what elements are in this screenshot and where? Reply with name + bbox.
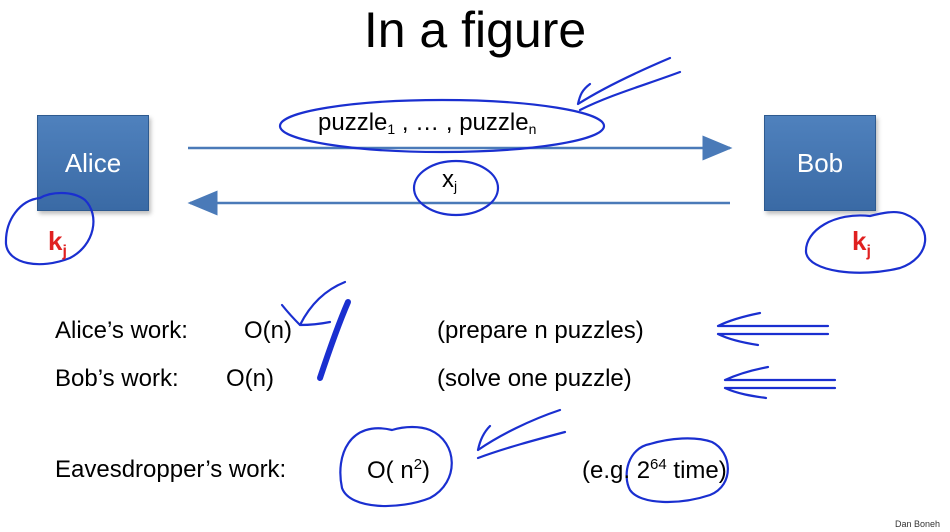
eve-cost-suffix: ) (422, 457, 431, 484)
ink-circle-key-right (804, 210, 927, 274)
alice-work-label: Alice’s work: (55, 317, 188, 344)
ink-stroke-separator (317, 299, 351, 381)
bob-work-note: (solve one puzzle) (437, 365, 632, 392)
ink-circle-eve-cost (339, 425, 453, 508)
bob-key: kj (852, 226, 871, 261)
forward-message: puzzle1 , … , puzzlen (318, 109, 536, 137)
alice-key-sub: j (62, 243, 67, 260)
ink-arrow-puzzles (576, 56, 682, 112)
ink-circle-key-left (4, 191, 95, 266)
eve-work-note: (e.g. 264 time) (582, 456, 727, 485)
ink-circle-xj (412, 159, 500, 217)
bob-label: Bob (796, 147, 844, 178)
ink-arrow-alice-cost (280, 280, 347, 327)
eve-cost-prefix: O( n (367, 457, 414, 484)
alice-key: kj (48, 226, 67, 261)
back-message: xj (442, 166, 457, 194)
back-message-sub: j (454, 178, 458, 194)
puzzle-last: puzzle (459, 109, 529, 136)
bob-box: Bob (764, 115, 876, 211)
slide-title: In a figure (363, 2, 587, 58)
ink-annotations (4, 56, 927, 508)
bob-key-text: k (852, 226, 867, 256)
puzzle-last-sub: n (528, 121, 537, 137)
eve-note-suffix: time) (666, 457, 727, 484)
ink-arrow-eve-cost (476, 408, 567, 460)
back-message-text: x (442, 166, 454, 193)
puzzle-first-sub: 1 (387, 121, 396, 137)
puzzle-ellipsis: , … , (395, 109, 460, 136)
alice-label: Alice (64, 147, 122, 178)
eve-work-label: Eavesdropper’s work: (55, 456, 287, 483)
alice-box: Alice (37, 115, 149, 211)
ink-circle-puzzles (278, 98, 606, 154)
eve-note-prefix: (e.g. 2 (582, 457, 651, 484)
eve-work-cost: O( n2) (367, 456, 430, 485)
author-credit: Dan Boneh (894, 519, 940, 529)
eve-cost-sup: 2 (413, 456, 423, 473)
alice-key-text: k (48, 226, 63, 256)
alice-work-cost: O(n) (244, 317, 292, 344)
ink-arrow-alice-note (716, 311, 830, 347)
bob-work-label: Bob’s work: (55, 365, 179, 392)
alice-work-note: (prepare n puzzles) (437, 317, 644, 344)
bob-key-sub: j (866, 243, 871, 260)
ink-circle-eg (625, 437, 729, 503)
ink-arrow-bob-note (723, 365, 837, 400)
puzzle-first: puzzle (318, 109, 388, 136)
bob-work-cost: O(n) (226, 365, 274, 392)
eve-note-sup: 64 (650, 456, 667, 473)
